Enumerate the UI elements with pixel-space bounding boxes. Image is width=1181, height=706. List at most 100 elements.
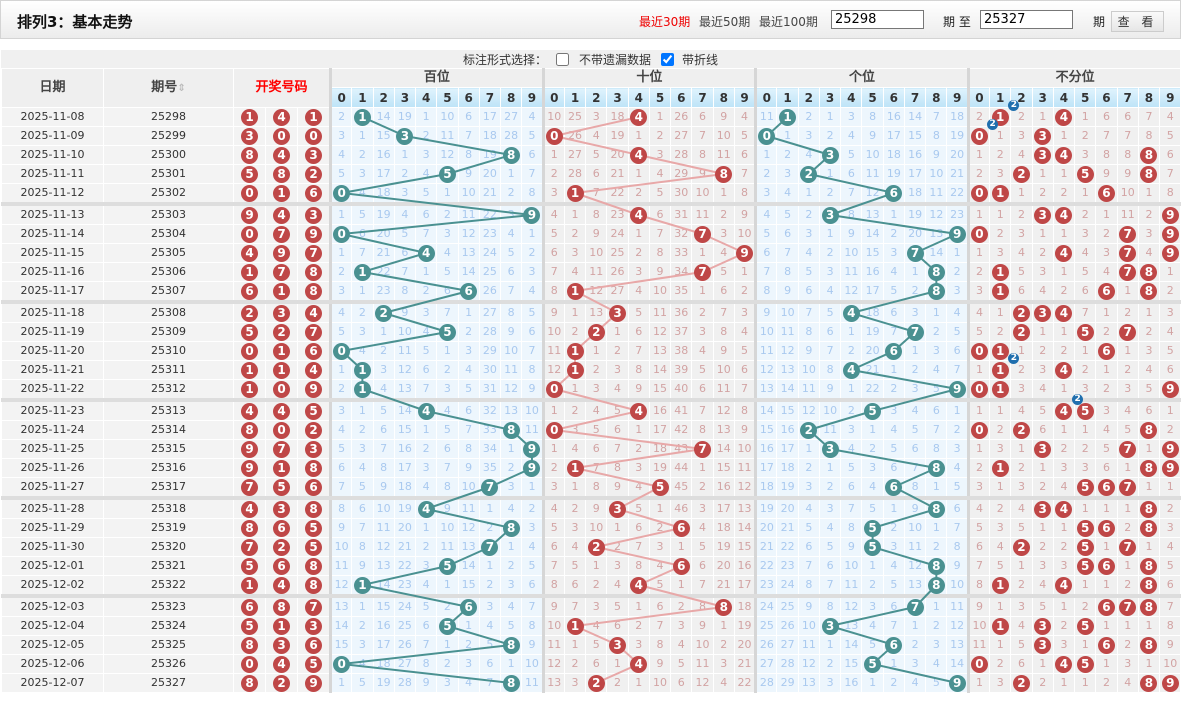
section-hundreds-miss-cell: 5 xyxy=(415,341,438,361)
hit-ball: 1 xyxy=(353,361,371,379)
hit-ball: 8 xyxy=(502,519,520,537)
win-digit-ball: 4 xyxy=(273,146,290,164)
section-tens-miss-cell: 5 xyxy=(712,262,735,282)
section-tens-miss-cell: 10 xyxy=(733,224,757,244)
section-hundreds-miss-cell: 7 xyxy=(393,262,417,282)
issue-number: 25320 xyxy=(103,537,234,557)
win-digit-ball: 8 xyxy=(305,557,322,575)
section-hundreds-miss-cell: 17 xyxy=(372,635,395,655)
hit-ball: 8 xyxy=(502,421,520,439)
from-issue-input[interactable] xyxy=(831,10,924,29)
section-tens-miss-cell: 4 xyxy=(733,322,757,342)
section-hundreds-miss-cell: 13 xyxy=(457,537,480,557)
hit-ball: 5 xyxy=(864,538,882,556)
section-tens-miss-cell: 4 xyxy=(541,496,565,519)
section-tens-miss-cell: 6 xyxy=(585,654,608,674)
section-hundreds-miss-cell: 9 xyxy=(415,673,438,693)
draw-date: 2025-12-01 xyxy=(1,556,104,576)
section-hundreds-miss-cell: 13 xyxy=(328,594,353,617)
section-tens-hit-cell: 0 xyxy=(541,379,565,401)
section-tens-miss-cell: 6 xyxy=(691,379,714,401)
range-50-link[interactable]: 最近50期 xyxy=(699,15,751,29)
section-units-miss-cell: 2 xyxy=(903,635,927,655)
section-combined-miss-cell: 6 xyxy=(1095,458,1118,478)
no-miss-checkbox[interactable] xyxy=(556,53,569,66)
line-checkbox[interactable] xyxy=(661,53,674,66)
section-units-miss-cell: 17 xyxy=(754,458,778,478)
section-units-hit-cell: 8 xyxy=(925,458,948,478)
win-digit-cell: 5 xyxy=(233,616,266,636)
section-tens-miss-cell: 1 xyxy=(606,322,629,342)
section-units-miss-cell: 4 xyxy=(903,673,927,693)
section-combined-hit-cell: 8 xyxy=(1137,420,1161,440)
section-units-miss-cell: 3 xyxy=(882,243,905,263)
section-hundreds-hit-cell: 9 xyxy=(521,439,544,459)
section-units-miss-cell: 3 xyxy=(925,341,948,361)
section-tens-miss-cell: 12 xyxy=(585,281,608,303)
to-issue-input[interactable] xyxy=(980,10,1073,29)
section-units-miss-cell: 10 xyxy=(776,300,799,323)
section-hundreds-miss-cell: 26 xyxy=(393,635,417,655)
section-combined-miss-cell: 6 xyxy=(1137,398,1161,421)
section-units-miss-cell: 8 xyxy=(797,575,820,597)
section-units-miss-cell: 2 xyxy=(903,360,927,380)
section-tens-miss-cell: 2 xyxy=(606,341,629,361)
section-tens-miss-cell: 3 xyxy=(670,616,693,636)
section-units-hit-cell: 8 xyxy=(925,281,948,303)
win-digit-ball: 6 xyxy=(273,519,290,537)
section-hundreds-miss-cell: 1 xyxy=(500,654,523,674)
section-units-miss-cell: 3 xyxy=(882,398,905,421)
section-combined-miss-cell: 1 xyxy=(966,145,991,165)
hit-ball: 8 xyxy=(1140,459,1158,477)
range-30-link[interactable]: 最近30期 xyxy=(639,15,691,29)
section-combined-miss-cell: 1 xyxy=(1095,616,1118,636)
section-tens-miss-cell: 4 xyxy=(648,164,672,184)
section-hundreds-miss-cell: 2 xyxy=(415,537,438,557)
section-tens-miss-cell: 11 xyxy=(733,458,757,478)
section-hundreds-miss-cell: 11 xyxy=(521,673,544,693)
section-units-miss-cell: 6 xyxy=(797,281,820,303)
section-tens-miss-cell: 19 xyxy=(648,458,672,478)
draw-date: 2025-11-20 xyxy=(1,341,104,361)
section-combined-miss-cell: 1 xyxy=(1052,594,1076,617)
section-hundreds-hit-cell: 9 xyxy=(521,458,544,478)
hit-ball: 8 xyxy=(1140,165,1158,183)
issue-number: 25309 xyxy=(103,322,234,342)
issue-header[interactable]: 期号⇕ xyxy=(103,68,234,108)
section-tens-miss-cell: 4 xyxy=(563,262,587,282)
hit-ball: 3 xyxy=(1034,617,1052,635)
section-units-miss-cell: 3 xyxy=(903,654,927,674)
range-100-link[interactable]: 最近100期 xyxy=(759,15,818,29)
section-hundreds-miss-cell: 4 xyxy=(328,420,353,440)
section-hundreds-miss-cell: 11 xyxy=(500,360,523,380)
section-combined-miss-cell: 1 xyxy=(1031,107,1054,127)
view-button[interactable]: 查 看 xyxy=(1111,11,1164,32)
win-digit-ball: 6 xyxy=(241,282,258,300)
section-hundreds-hit-cell: 8 xyxy=(500,420,523,440)
section-hundreds-miss-cell: 11 xyxy=(436,126,459,146)
section-combined-miss-cell: 1 xyxy=(1116,281,1139,303)
hit-ball: 4 xyxy=(1055,146,1073,164)
win-digit-cell: 1 xyxy=(265,281,298,303)
section-tens-miss-cell: 3 xyxy=(648,145,672,165)
draw-date: 2025-11-21 xyxy=(1,360,104,380)
win-digit-cell: 5 xyxy=(296,398,332,421)
issue-number: 25323 xyxy=(103,594,234,617)
section-units-digit-header: 9 xyxy=(946,87,969,108)
win-digit-cell: 0 xyxy=(296,126,332,146)
section-hundreds-miss-cell: 3 xyxy=(436,224,459,244)
hit-ball: 3 xyxy=(1034,500,1052,518)
section-hundreds-miss-cell: 1 xyxy=(436,575,459,597)
section-combined-miss-cell: 2 xyxy=(1116,360,1139,380)
section-combined-hit-cell: 0 xyxy=(966,654,991,674)
section-tens-miss-cell: 1 xyxy=(733,262,757,282)
section-units-hit-cell: 8 xyxy=(925,262,948,282)
win-digit-ball: 5 xyxy=(241,617,258,635)
section-tens-miss-cell: 1 xyxy=(541,439,565,459)
section-hundreds-miss-cell: 2 xyxy=(436,594,459,617)
sort-icon[interactable]: ⇕ xyxy=(177,82,186,94)
section-hundreds-miss-cell: 2 xyxy=(415,126,438,146)
draw-date: 2025-11-24 xyxy=(1,420,104,440)
win-digit-ball: 8 xyxy=(273,165,290,183)
section-units-miss-cell: 23 xyxy=(776,556,799,576)
